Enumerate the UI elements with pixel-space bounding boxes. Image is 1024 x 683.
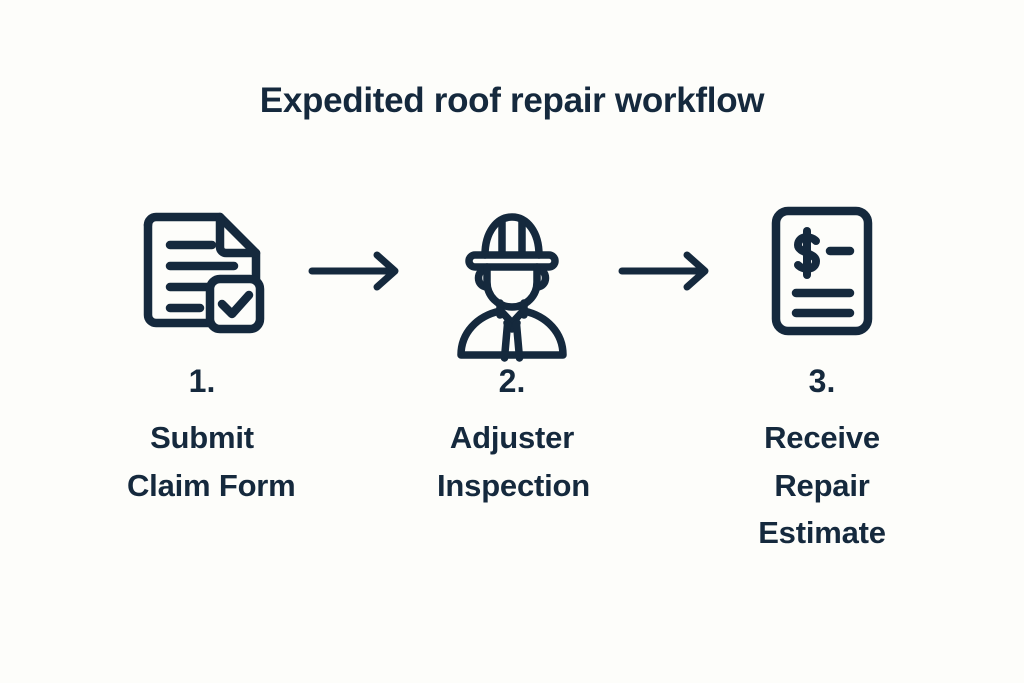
step-3-label-line-3: Estimate xyxy=(758,514,886,550)
step-1-number: 1. xyxy=(188,363,216,399)
document-check-icon xyxy=(134,203,270,339)
step-2-icon-container xyxy=(437,196,587,362)
step-2-label-container: 2. Adjuster Inspection xyxy=(437,362,591,509)
step-2-label: Adjuster Inspection xyxy=(437,414,591,508)
step-3-label-line-2: Repair xyxy=(774,467,870,503)
arrow-right-icon xyxy=(308,251,405,291)
connector-2-container xyxy=(587,196,747,346)
step-3-icon-container xyxy=(747,196,897,346)
arrow-right-icon xyxy=(618,251,715,291)
step-1-label-line-1: Submit xyxy=(150,420,254,456)
step-3-label-container: 3. Receive Repair Estimate xyxy=(747,362,897,556)
workflow-icon-row xyxy=(0,196,1024,362)
step-1-icon-container xyxy=(127,196,277,346)
step-1-label-line-2: Claim Form xyxy=(127,467,296,503)
workflow-label-row: 1. Submit Claim Form 2. Adjuster Inspect… xyxy=(0,362,1024,556)
step-2-number: 2. xyxy=(498,363,526,399)
step-2-label-line-1: Adjuster xyxy=(449,420,575,456)
connector-1-container xyxy=(277,196,437,346)
inspector-hardhat-icon xyxy=(444,203,580,362)
dollar-invoice-icon xyxy=(762,203,882,339)
step-1-label: Submit Claim Form xyxy=(127,414,296,508)
step-2-label-line-2: Inspection xyxy=(437,467,591,503)
step-3-label-line-1: Receive xyxy=(764,420,880,456)
step-3-number: 3. xyxy=(808,363,836,399)
page-title: Expedited roof repair workflow xyxy=(259,81,765,120)
step-1-label-container: 1. Submit Claim Form xyxy=(127,362,296,509)
step-3-label: Receive Repair Estimate xyxy=(747,414,897,555)
